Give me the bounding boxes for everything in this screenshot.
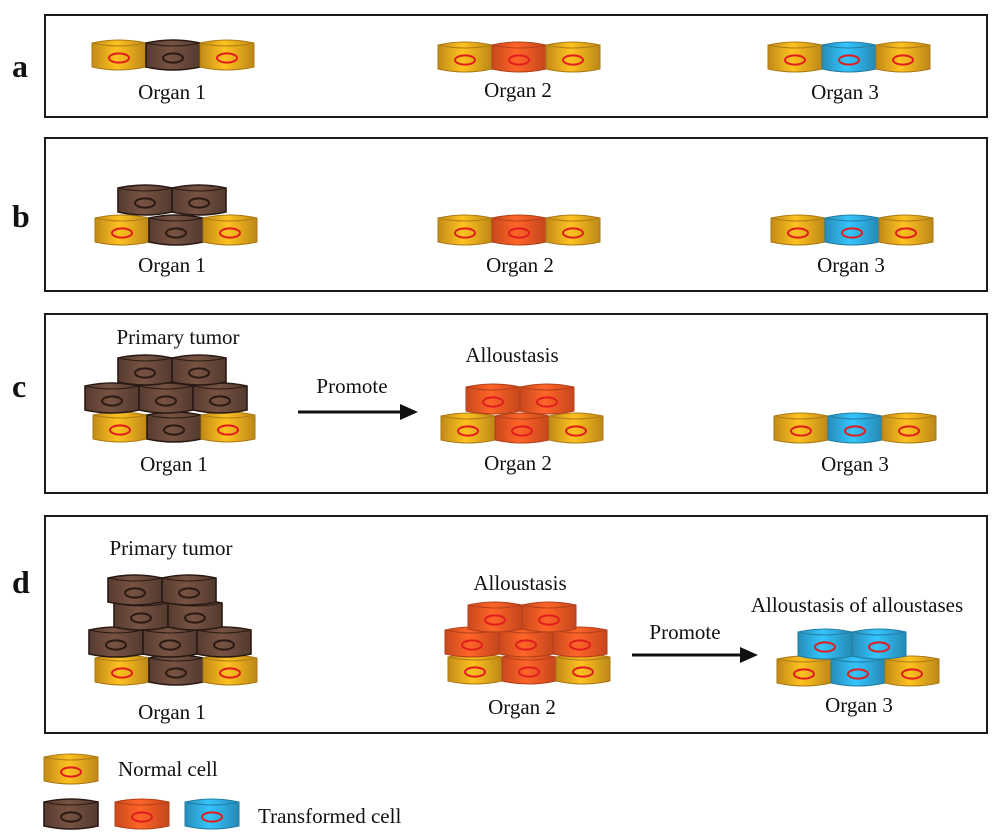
panel-label-b: b (12, 198, 30, 234)
panel-label-a: a (12, 48, 28, 84)
organ-label: Organ 2 (484, 78, 552, 102)
normal-cell-b-organ2 (545, 214, 601, 246)
transformed-cell-c-organ1 (146, 411, 202, 443)
legend-transformed-cell-orange (114, 798, 170, 830)
alloustasis-of-alloustases-label: Alloustasis of alloustases (750, 593, 964, 617)
transformed-cell-b-organ1 (148, 214, 204, 246)
normal-cell-d-organ3 (776, 655, 832, 687)
transformed-cell-a-organ2 (491, 41, 547, 73)
primary-tumor-label: Primary tumor (109, 536, 233, 560)
organ-label: Organ 1 (138, 253, 206, 277)
normal-cell-d-organ1 (94, 654, 150, 686)
transformed-cell-c-organ1 (84, 382, 140, 414)
normal-cell-a-organ1 (91, 39, 147, 71)
normal-cell-a-organ3 (767, 41, 823, 73)
transformed-cell-c-organ1 (117, 354, 173, 386)
transformed-cell-c-organ1 (171, 354, 227, 386)
alloustasis-label: Alloustasis (465, 343, 559, 367)
normal-cell-a-organ1 (199, 39, 255, 71)
normal-cell-d-organ3 (884, 655, 940, 687)
normal-cell-c-organ1 (200, 411, 256, 443)
promote-arrow (632, 647, 758, 663)
organ-label: Organ 3 (811, 80, 879, 104)
normal-cell-a-organ2 (437, 41, 493, 73)
promote-arrow (298, 404, 418, 420)
organ-label: Organ 2 (486, 253, 554, 277)
organ-label: Organ 2 (488, 695, 556, 719)
legend-transformed-label: Transformed cell (258, 804, 402, 828)
normal-cell-a-organ3 (875, 41, 931, 73)
normal-cell-d-organ2 (447, 653, 503, 685)
normal-cell-b-organ2 (878, 214, 934, 246)
normal-cell-d-organ1 (202, 654, 258, 686)
transformed-cell-c-organ2 (494, 412, 550, 444)
panel-label-d: d (12, 564, 30, 600)
normal-cell-a-organ2 (545, 41, 601, 73)
transformed-cell-d-organ2 (467, 601, 523, 633)
legend-transformed-cell-blue (184, 798, 240, 830)
organ-label: Organ 3 (821, 452, 889, 476)
transformed-cell-c-organ2 (465, 383, 521, 415)
alloustasis-label: Alloustasis (473, 571, 567, 595)
transformed-cell-a-organ1 (145, 39, 201, 71)
legend-normal-cell (43, 753, 99, 785)
normal-cell-d-organ2 (555, 653, 611, 685)
transformed-cell-d-organ2 (501, 653, 557, 685)
transformed-cell-b-organ2 (824, 214, 880, 246)
transformed-cell-d-organ1 (142, 626, 198, 658)
normal-cell-b-organ1 (94, 214, 150, 246)
panel-label-c: c (12, 368, 27, 404)
transformed-cell-d-organ3 (830, 655, 886, 687)
organ-label: Organ 3 (817, 253, 885, 277)
transformed-cell-b-organ1 (171, 184, 227, 216)
transformed-cell-d-organ1 (196, 626, 252, 658)
normal-cell-c-organ3 (881, 412, 937, 444)
transformed-cell-d-organ3 (797, 628, 853, 660)
organ-label: Organ 2 (484, 451, 552, 475)
promote-label: Promote (316, 374, 388, 398)
transformed-cell-c-organ1 (192, 382, 248, 414)
transformed-cell-d-organ1 (88, 626, 144, 658)
legend-transformed-cell-brown (43, 798, 99, 830)
normal-cell-b-organ2 (770, 214, 826, 246)
transformed-cell-d-organ3 (851, 628, 907, 660)
primary-tumor-label: Primary tumor (116, 325, 240, 349)
transformed-cell-a-organ3 (821, 41, 877, 73)
organ-label: Organ 3 (825, 693, 893, 717)
organ-label: Organ 1 (138, 700, 206, 724)
normal-cell-c-organ3 (773, 412, 829, 444)
transformed-cell-b-organ1 (117, 184, 173, 216)
organ-label: Organ 1 (138, 80, 206, 104)
transformed-cell-d-organ1 (161, 574, 217, 606)
transformed-cell-d-organ1 (107, 574, 163, 606)
normal-cell-b-organ1 (202, 214, 258, 246)
normal-cell-b-organ2 (437, 214, 493, 246)
normal-cell-c-organ1 (92, 411, 148, 443)
transformed-cell-d-organ2 (521, 601, 577, 633)
promote-label: Promote (649, 620, 721, 644)
normal-cell-c-organ2 (440, 412, 496, 444)
legend-normal-label: Normal cell (118, 757, 218, 781)
transformed-cell-c-organ2 (519, 383, 575, 415)
transformed-cell-b-organ2 (491, 214, 547, 246)
transformed-cell-c-organ3 (827, 412, 883, 444)
normal-cell-c-organ2 (548, 412, 604, 444)
transformed-cell-d-organ1 (148, 654, 204, 686)
organ-label: Organ 1 (140, 452, 208, 476)
transformed-cell-c-organ1 (138, 382, 194, 414)
